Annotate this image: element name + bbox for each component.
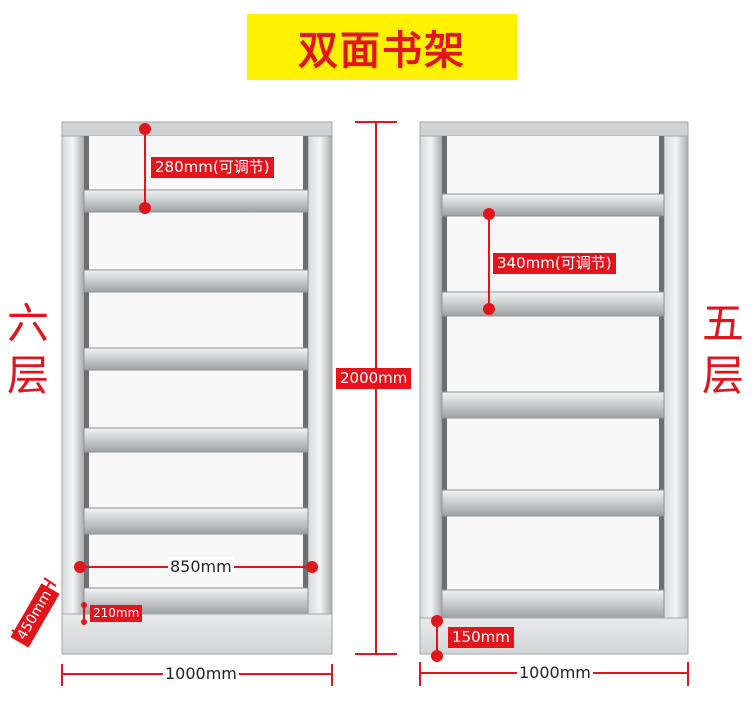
left-shelf-1 — [83, 189, 309, 213]
left-inner-width-label: 850mm — [168, 557, 234, 576]
height-label: 2000mm — [336, 368, 412, 389]
left-shelf-5 — [83, 507, 309, 535]
right-shelf-1 — [441, 193, 665, 217]
left-spacing-dot-top — [139, 123, 151, 135]
left-width-dot-left — [74, 561, 86, 573]
right-spacing-dot-bottom — [483, 303, 495, 315]
right-post-right — [663, 121, 689, 655]
right-shelf-2 — [441, 291, 665, 317]
right-layers-label: 五 层 — [697, 298, 749, 402]
right-layers-char-1: 五 — [701, 299, 744, 348]
right-inner-edge-left — [442, 136, 447, 616]
left-width-dot-right — [306, 561, 318, 573]
left-gap-dot-bottom — [81, 619, 87, 625]
right-width-label: 1000mm — [517, 663, 593, 682]
depth-tick-2 — [43, 577, 57, 587]
left-layers-label: 六 层 — [2, 298, 54, 402]
page-title: 双面书架 — [298, 28, 466, 74]
right-bookshelf — [419, 121, 689, 655]
left-shelf-2 — [83, 269, 309, 293]
left-spacing-label: 280mm(可调节) — [151, 157, 274, 178]
right-layers-char-2: 层 — [701, 351, 744, 400]
left-shelf-4 — [83, 427, 309, 453]
right-shelf-4 — [441, 489, 665, 517]
left-gap-dot-top — [81, 602, 87, 608]
title-banner: 双面书架 — [247, 14, 517, 80]
right-bottom-gap-label: 150mm — [448, 627, 514, 648]
right-gap-dot-top — [431, 615, 443, 627]
left-shelf-3 — [83, 347, 309, 371]
left-post-left — [61, 121, 85, 655]
dimension-dots — [74, 123, 495, 662]
left-bookshelf — [61, 121, 333, 655]
left-top-bar — [61, 121, 333, 137]
right-gap-dot-bottom — [431, 650, 443, 662]
right-spacing-label: 340mm(可调节) — [493, 253, 616, 274]
left-spacing-dot-bottom — [139, 202, 151, 214]
left-width-label: 1000mm — [163, 664, 239, 683]
right-shelf-3 — [441, 391, 665, 419]
right-top-bar — [419, 121, 689, 137]
left-layers-char-1: 六 — [6, 299, 49, 348]
left-layers-char-2: 层 — [6, 351, 49, 400]
right-inner-edge-right — [659, 136, 664, 616]
left-post-right — [307, 121, 333, 655]
right-post-left — [419, 121, 443, 655]
left-bottom-gap-label: 210mm — [90, 605, 143, 622]
right-spacing-dot-top — [483, 208, 495, 220]
right-shelf-5 — [441, 589, 665, 619]
